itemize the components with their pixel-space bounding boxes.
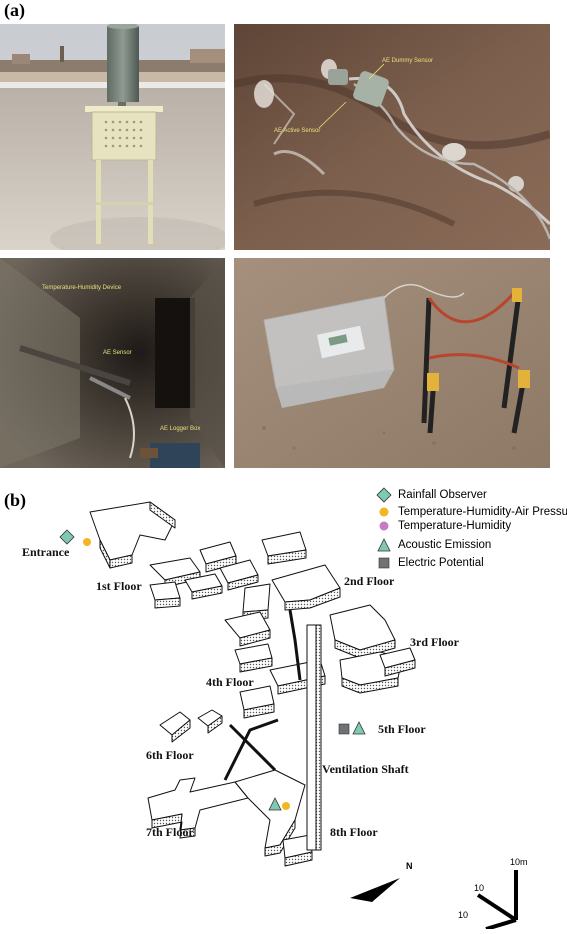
- label-6th-floor: 6th Floor: [146, 748, 194, 762]
- photo-ae-sensors: AE Dummy Sensor AE Active Sensor: [234, 24, 550, 250]
- scale-z-label: 10m: [510, 857, 528, 867]
- label-entrance: Entrance: [22, 545, 70, 559]
- diamond-icon: [376, 487, 392, 503]
- label-8th-floor: 8th Floor: [330, 825, 378, 839]
- panel-b-label: (b): [4, 490, 26, 510]
- legend-label: Acoustic Emission: [398, 539, 492, 551]
- label-ventilation-shaft: Ventilation Shaft: [322, 762, 409, 776]
- label-4th-floor: 4th Floor: [206, 675, 254, 689]
- label-ae-dummy-sensor: AE Dummy Sensor: [382, 58, 433, 64]
- legend-label: Electric Potential: [398, 557, 484, 569]
- label-7th-floor: 7th Floor: [146, 825, 194, 839]
- scale-x-label: 10: [474, 883, 485, 893]
- legend-rainfall-observer: Rainfall Observer: [376, 487, 487, 503]
- triangle-icon: [376, 537, 392, 553]
- label-3rd-floor: 3rd Floor: [410, 635, 459, 649]
- marker-acoustic-emission-8th: [268, 797, 282, 816]
- photo-logger-electrodes: [234, 258, 550, 468]
- photo-rooftop-gauge: [0, 24, 225, 250]
- north-label: N: [406, 861, 413, 871]
- scale-y-label: 10: [458, 910, 469, 920]
- legend-temp-humidity: Temperature-Humidity: [376, 518, 511, 534]
- label-ae-logger-box: AE Logger Box: [160, 426, 200, 432]
- legend-electric-potential: Electric Potential: [376, 555, 484, 571]
- photo-tunnel: Temperature-Humidity Device AE Sensor AE…: [0, 258, 225, 468]
- panel-a-label: (a): [4, 0, 25, 20]
- label-5th-floor: 5th Floor: [378, 722, 426, 736]
- legend-label: Temperature-Humidity: [398, 520, 512, 532]
- marker-temp-humidity-pressure: [82, 534, 92, 552]
- square-icon: [376, 555, 392, 571]
- marker-acoustic-emission-5th: [352, 721, 366, 740]
- circle-icon: [376, 504, 392, 520]
- label-ae-active-sensor: AE Active Sensor: [274, 128, 320, 134]
- label-temperature-humidity-device: Temperature-Humidity Device: [42, 285, 122, 291]
- legend-acoustic-emission: Acoustic Emission: [376, 537, 491, 553]
- legend-label: Rainfall Observer: [398, 489, 487, 501]
- marker-rainfall-observer: [59, 529, 75, 550]
- label-1st-floor: 1st Floor: [96, 579, 142, 593]
- label-ae-sensor: AE Sensor: [103, 350, 132, 356]
- legend-temp-humidity-pressure: Temperature-Humidity-Air Pressure: [376, 504, 567, 520]
- marker-temp-humidity-pressure-8th: [281, 798, 291, 816]
- legend-label: Temperature-Humidity-Air Pressure: [398, 506, 567, 518]
- circle-icon: [376, 518, 392, 534]
- label-2nd-floor: 2nd Floor: [344, 574, 395, 588]
- marker-electric-potential: [338, 722, 350, 740]
